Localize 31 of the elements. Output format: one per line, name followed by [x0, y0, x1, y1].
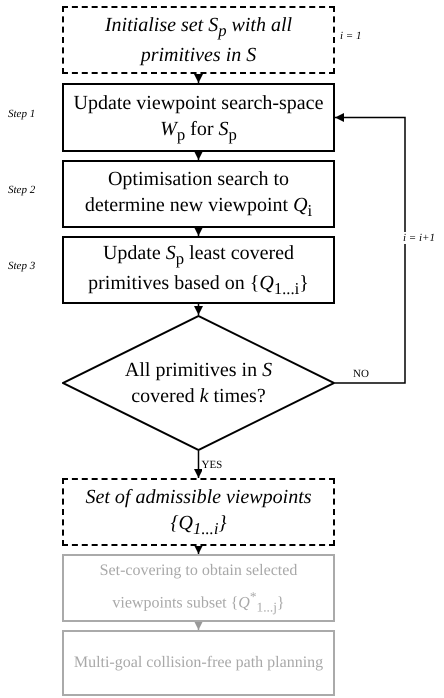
node-text: Update S$_{p}$ least covered primitives based on {Q$_{1...i}$}: [87, 241, 310, 300]
process-box: [62, 236, 335, 304]
node-text: Initialise set S$_{p}$ with all primitives in S: [104, 13, 294, 68]
arrow: [194, 451, 203, 478]
node-text: Set of admissible viewpoints {Q$_{1...i}$}: [84, 485, 313, 540]
arrow: [194, 151, 203, 160]
step-label: Step 3: [8, 260, 36, 272]
output-box: [62, 478, 335, 546]
arrow: [194, 227, 203, 236]
edge-label: YES: [202, 458, 222, 471]
arrow: [335, 113, 406, 384]
start-box: [62, 6, 335, 74]
node-text: Set-covering to obtain selected viewpoints subset {Q$^{*}$$_{1...j}$}: [98, 561, 298, 617]
loop-label: i = i+1: [403, 232, 435, 244]
edge-label: NO: [353, 368, 369, 380]
process-box: [62, 630, 335, 696]
arrow: [194, 74, 203, 83]
node-text: All primitives in S covered k times?: [124, 358, 274, 409]
arrow: [194, 304, 203, 315]
step-label: Step 1: [8, 108, 36, 120]
node-text: Multi-goal collision-free path planning: [72, 653, 324, 673]
arrow: [194, 621, 203, 630]
node-text: Update viewpoint search-space W$_{p}$ for S$_{p}$: [72, 90, 324, 146]
step-label: i = 1: [340, 30, 362, 42]
decision-diamond: [62, 315, 335, 451]
node-text: Optimisation search to determine new viewpoint Q$_{i}$: [84, 167, 314, 222]
process-box: [62, 160, 335, 228]
arrow: [194, 545, 203, 554]
process-box: [62, 554, 335, 622]
step-label: Step 2: [8, 184, 36, 196]
process-box: [62, 83, 335, 152]
